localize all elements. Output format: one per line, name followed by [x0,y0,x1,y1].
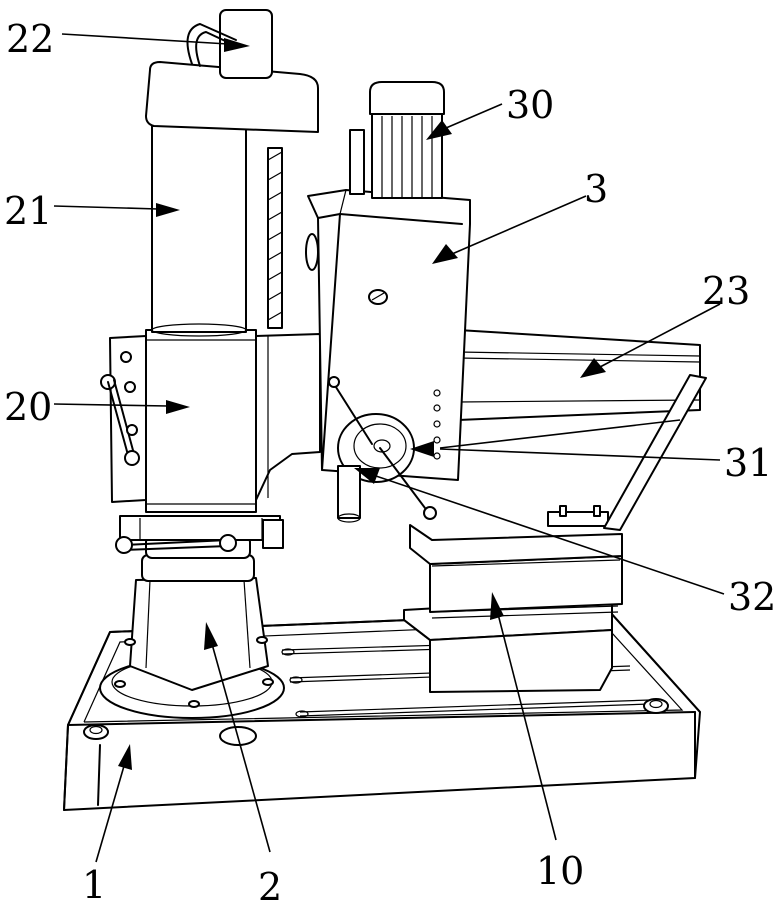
label-22: 22 [6,17,54,61]
label-30: 30 [506,83,554,127]
label-20: 20 [4,385,52,429]
label-23: 23 [702,269,750,313]
worktable [404,506,622,692]
label-3: 3 [584,167,608,211]
arm-guide [458,330,706,530]
label-2: 2 [258,865,282,909]
motor [350,82,444,198]
upper-column [152,126,282,336]
column-base [100,516,284,718]
drill-head [306,190,470,522]
label-10: 10 [536,849,584,893]
label-32: 32 [728,575,776,619]
label-31: 31 [724,441,772,485]
top-cap [146,10,318,132]
label-21: 21 [4,189,52,233]
column-sleeve [101,330,320,512]
label-1: 1 [82,863,106,907]
